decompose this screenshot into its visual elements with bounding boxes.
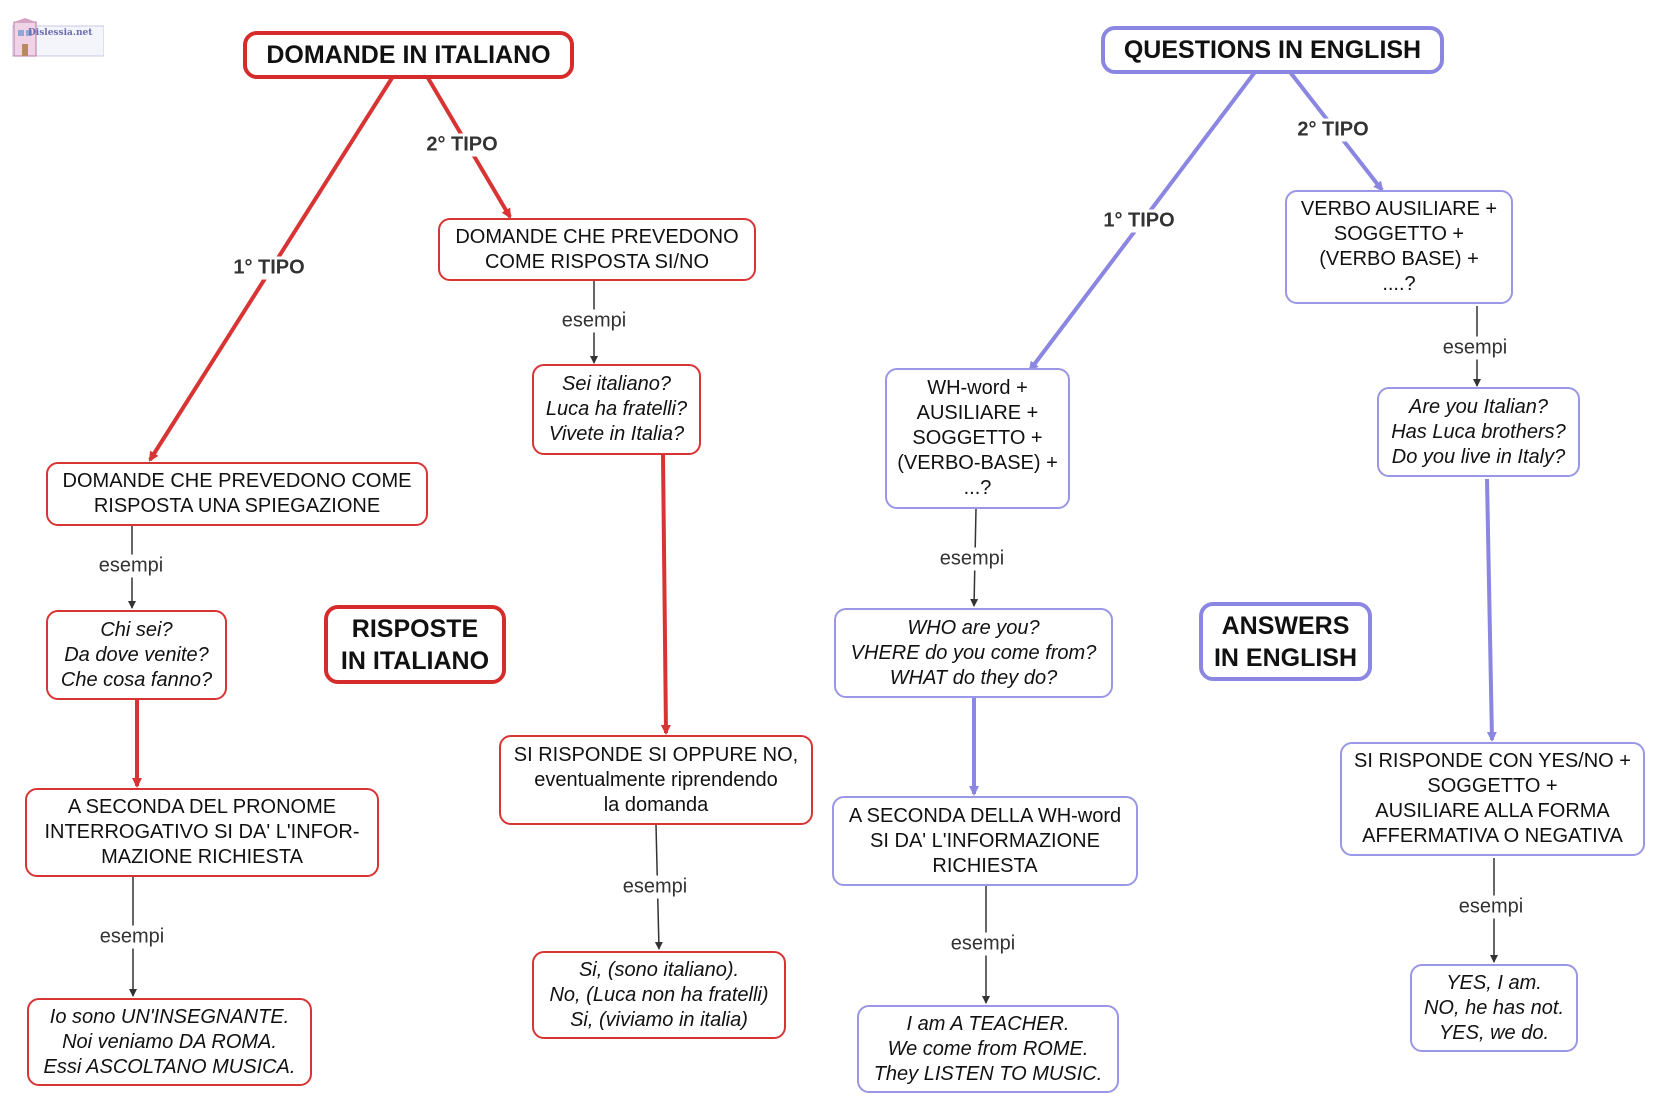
label-esempi: esempi bbox=[1440, 336, 1510, 360]
title-questions-english: QUESTIONS IN ENGLISH bbox=[1101, 26, 1444, 74]
dislessia-logo-icon bbox=[12, 18, 104, 57]
edge-en-answer-2 bbox=[1485, 478, 1497, 742]
label-it-type1: 1° TIPO bbox=[231, 256, 307, 280]
node-en-type1-examples: WHO are you?VHERE do you come from?WHAT … bbox=[834, 608, 1113, 698]
node-it-type1-answer-examples: Io sono UN'INSEGNANTE.Noi veniamo DA ROM… bbox=[27, 998, 312, 1086]
title-domande-italiano: DOMANDE IN ITALIANO bbox=[243, 31, 574, 79]
node-it-type2-examples: Sei italiano?Luca ha fratelli?Vivete in … bbox=[532, 364, 701, 455]
label-esempi: esempi bbox=[559, 309, 629, 333]
label-esempi: esempi bbox=[937, 547, 1007, 571]
label-esempi: esempi bbox=[97, 925, 167, 949]
node-en-type1-question: WH-word +AUSILIARE +SOGGETTO +(VERBO-BAS… bbox=[885, 368, 1070, 509]
label-esempi: esempi bbox=[948, 932, 1018, 956]
label-esempi: esempi bbox=[1456, 895, 1526, 919]
node-en-type1-answer-examples: I am A TEACHER.We come from ROME.They LI… bbox=[857, 1005, 1119, 1093]
label-esempi: esempi bbox=[620, 875, 690, 899]
node-en-type2-answer: SI RISPONDE CON YES/NO +SOGGETTO +AUSILI… bbox=[1340, 742, 1645, 856]
node-en-type2-examples: Are you Italian?Has Luca brothers?Do you… bbox=[1377, 387, 1580, 477]
label-en-type1: 1° TIPO bbox=[1101, 209, 1177, 233]
node-en-type2-question: VERBO AUSILIARE +SOGGETTO +(VERBO BASE) … bbox=[1285, 190, 1513, 304]
node-it-type2-answer-examples: Si, (sono italiano).No, (Luca non ha fra… bbox=[532, 951, 786, 1039]
logo-text: Dislessia.net bbox=[28, 28, 93, 38]
edge-it-answer-2 bbox=[660, 454, 671, 735]
label-esempi: esempi bbox=[96, 554, 166, 578]
label-it-type2: 2° TIPO bbox=[424, 133, 500, 157]
label-en-type2: 2° TIPO bbox=[1295, 118, 1371, 142]
node-it-type1-examples: Chi sei?Da dove venite?Che cosa fanno? bbox=[46, 610, 227, 700]
node-it-type2-answer: SI RISPONDE SI OPPURE NO,eventualmente r… bbox=[499, 735, 813, 825]
node-en-type2-answer-examples: YES, I am.NO, he has not.YES, we do. bbox=[1410, 964, 1578, 1052]
